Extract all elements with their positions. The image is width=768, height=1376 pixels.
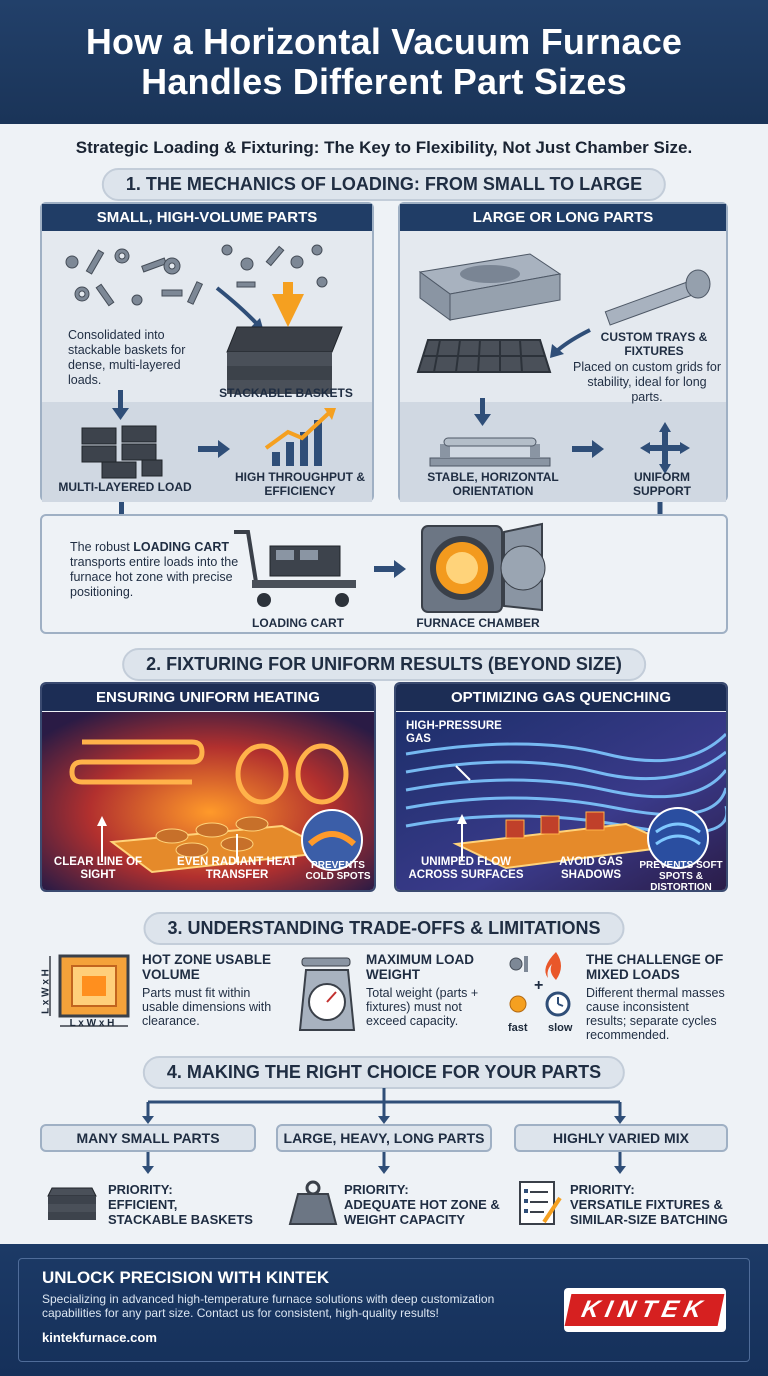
choice-varied-mix: Highly Varied Mix [514,1124,728,1152]
mold-block-icon [418,253,562,321]
unimped-flow-label: Unimped Flow Across Surfaces [408,856,524,881]
soft-spot-zoom-icon [647,807,709,869]
priority-large-parts: Priority:Adequate Hot Zone & Weight Capa… [344,1182,500,1227]
choice-large-parts: Large, Heavy, Long Parts [276,1124,492,1152]
large-parts-illustration [400,253,726,502]
footer-frame [18,1258,750,1362]
mixed-loads-text: Different thermal masses cause inconsist… [586,986,725,1042]
hot-zone-volume-title: Hot Zone Usable Volume [142,952,272,982]
kintek-logo[interactable]: KINTEK [564,1288,726,1332]
throughput-chart-icon [264,408,336,466]
header-banner: How a Horizontal Vacuum Furnace Handles … [0,0,768,124]
quenched-parts-icon [505,811,605,839]
hot-zone-volume-text: Parts must fit within usable dimensions … [142,986,272,1028]
custom-trays-description: Placed on custom grids for stability, id… [573,360,721,404]
section-2-title: 2. Fixturing for Uniform Results (Beyond… [122,648,646,681]
screws-nuts-icon [65,244,328,307]
choice-small-parts: Many Small Parts [40,1124,256,1152]
priority-varied-mix: Priority:Versatile Fixtures & Similar-Si… [570,1182,728,1227]
subtitle: Strategic Loading & Fixturing: The Key t… [75,138,693,157]
mixed-loads-icon: + [509,952,571,1017]
priority-small-parts: Priority:Efficient, Stackable Baskets [108,1182,253,1227]
weight-icon [288,1180,338,1225]
large-parts-heading: Large or Long Parts [400,204,726,231]
gas-quenching-heading: Optimizing Gas Quenching [396,684,726,711]
uniform-support-label: Uniform Support [632,470,691,498]
small-parts-illustration [42,244,372,502]
slow-label: slow [548,1022,573,1034]
title-line-1: How a Horizontal Vacuum Furnace [85,21,683,62]
max-load-weight-title: Maximum Load Weight [366,952,474,982]
multi-layer-load-icon [81,425,163,479]
horizontal-orientation-label: Stable, Horizontal Orientation [427,470,559,498]
large-parts-panel: Large or Long Parts [398,202,728,502]
footer-banner: Unlock Precision with KINTEK Specializin… [0,1244,768,1376]
hot-zone-volume-icon [49,954,130,1027]
gas-quenching-panel: Optimizing Gas Quenching High-Pressure G… [394,682,728,892]
multi-layered-load-label: Multi-Layered Load [58,480,192,494]
loading-cart-description: The robust LOADING CART transports entir… [70,540,239,599]
high-throughput-label: High Throughput & Efficiency [235,470,365,498]
loading-cart-panel: The robust LOADING CART transports entir… [40,514,728,634]
section-4-title: 4. Making the Right Choice for Your Part… [142,1056,626,1089]
svg-text:+: + [534,977,543,994]
footer-title: Unlock Precision with KINTEK [42,1268,330,1287]
uniform-support-icon [640,422,690,474]
horizontal-fixture-icon [429,437,551,467]
title-line-2: Handles Different Part Sizes [141,61,627,102]
avoid-gas-shadows-label: Avoid Gas Shadows [559,856,623,881]
loading-cart-icon [234,530,356,607]
page-title: How a Horizontal Vacuum Furnace Handles … [0,22,768,102]
baskets-icon [47,1187,97,1220]
cold-spot-zoom-icon [301,809,363,871]
furnace-chamber-icon [421,522,546,613]
custom-grid-tray-icon [416,339,552,373]
small-parts-description: Consolidated into stackable baskets for … [68,328,186,387]
small-parts-panel: Small, High-Volume Parts [40,202,374,502]
uniform-heating-heading: Ensuring Uniform Heating [42,684,374,711]
loading-cart-label: Loading Cart [252,616,344,630]
weight-scale-icon [298,957,356,1031]
high-pressure-gas-label: High-Pressure Gas [406,720,502,745]
stackable-baskets-icon [226,282,343,394]
heating-illustration [42,712,374,890]
footer-text: Specializing in advanced high-temperatur… [42,1292,495,1320]
volume-dimension-side: L x W x H [40,969,52,1014]
clear-line-of-sight-label: Clear Line of Sight [53,856,143,881]
quenching-illustration [396,712,726,890]
heating-coil-icon [69,739,349,805]
custom-trays-title: Custom Trays & Fixtures [600,330,708,358]
long-shaft-icon [604,269,711,326]
mixed-loads-title: The Challenge of Mixed Loads [586,952,724,982]
section-3-title: 3. Understanding Trade-Offs & Limitation… [143,912,625,945]
max-load-weight-text: Total weight (parts + fixtures) must not… [366,986,479,1028]
uniform-heating-panel: Ensuring Uniform Heating Clear Line of S… [40,682,376,892]
volume-dimension-bottom: L x W x H [69,1018,115,1029]
stackable-baskets-label: Stackable Baskets [219,386,353,400]
cart-chamber-illustration [234,522,546,613]
small-parts-heading: Small, High-Volume Parts [42,204,372,231]
furnace-chamber-label: Furnace Chamber [416,616,540,630]
section-1-title: 1. The Mechanics of Loading: From Small … [101,168,667,201]
prevents-soft-spots-label: Prevents Soft Spots & Distortion [639,860,723,892]
prevents-cold-spots-label: Prevents Cold Spots [305,860,371,882]
choice-connector-lines [142,1088,626,1124]
fast-label: fast [508,1022,528,1034]
footer-url[interactable]: kintekfurnace.com [42,1330,157,1345]
choice-down-arrows [142,1152,626,1174]
heated-parts-icon [155,816,269,858]
even-radiant-heat-label: Even Radiant Heat Transfer [177,856,297,881]
checklist-icon [519,1181,562,1225]
